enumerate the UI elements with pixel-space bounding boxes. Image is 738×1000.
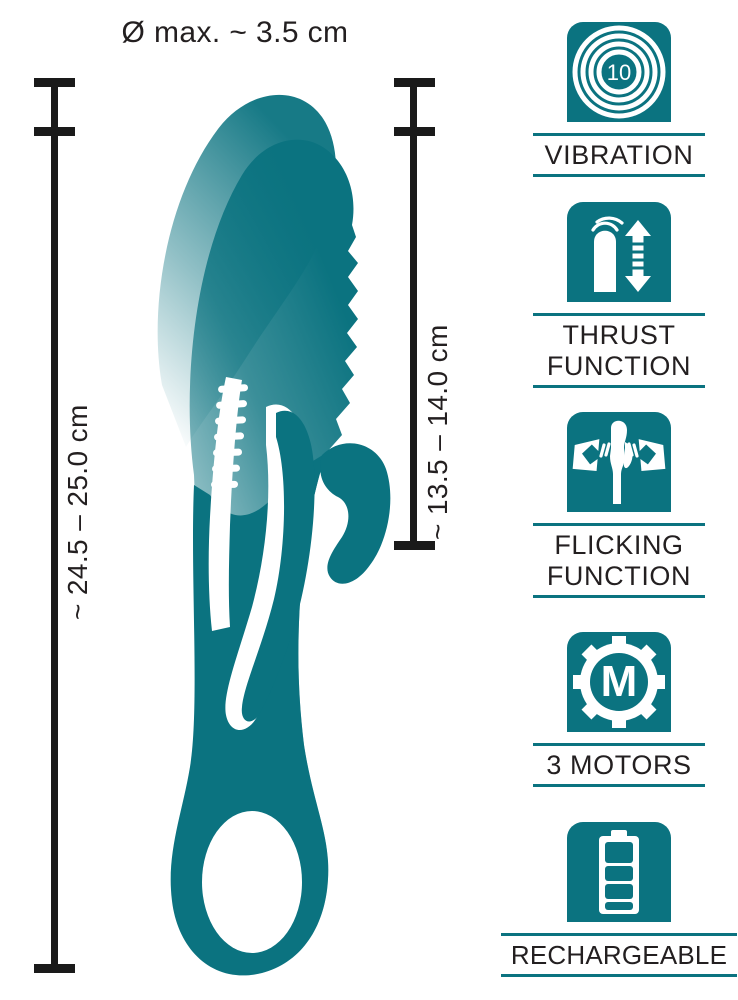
caption-line: RECHARGEABLE (510, 940, 728, 970)
product-illustration (157, 94, 391, 976)
feature-thrust-function[interactable]: THRUST FUNCTION (500, 202, 738, 388)
handle-thumb-hole (202, 811, 302, 953)
thrust-arrow-icon (567, 202, 671, 302)
feature-rechargeable[interactable]: RECHARGEABLE (500, 822, 738, 977)
caption-line: FUNCTION (546, 561, 692, 591)
rabbit-arm (241, 410, 315, 722)
battery-icon (567, 822, 671, 922)
control-strip-ridges (211, 384, 249, 489)
flicking-nub (320, 443, 391, 584)
flicking-arrows-icon (567, 412, 671, 512)
feature-caption: RECHARGEABLE (501, 933, 737, 977)
product-dimension-area: Ø max. ~ 3.5 cm ~ 24.5 – 25.0 cm ~ 13.5 … (34, 16, 453, 976)
caption-line: 3 MOTORS (546, 750, 692, 780)
total-length-dimension-line (51, 78, 58, 973)
feature-icon-column: 10 VIBRATION (500, 0, 738, 1000)
caption-line: FLICKING (554, 530, 684, 560)
caption-line: VIBRATION (544, 140, 694, 170)
feature-flicking-function[interactable]: FLICKING FUNCTION (500, 412, 738, 598)
feature-caption: 3 MOTORS (533, 743, 705, 787)
feature-caption: THRUST FUNCTION (533, 313, 705, 388)
total-length-tick (34, 127, 75, 136)
caption-line: THRUST (562, 320, 676, 350)
feature-caption: VIBRATION (533, 133, 705, 177)
feature-caption: FLICKING FUNCTION (533, 523, 705, 598)
insertable-length-top-cap (394, 78, 435, 87)
motor-letter-value: M (601, 657, 638, 706)
total-length-bottom-cap (34, 964, 75, 973)
vibration-rings-icon: 10 (567, 22, 671, 122)
insertable-length-label: ~ 13.5 – 14.0 cm (422, 324, 453, 540)
insertable-length-dimension-line (410, 78, 417, 550)
feature-vibration[interactable]: 10 VIBRATION (500, 22, 738, 177)
vibration-level-value: 10 (607, 60, 631, 85)
caption-line: FUNCTION (546, 351, 692, 381)
total-length-top-cap (34, 78, 75, 87)
insertable-length-bottom-cap (394, 541, 435, 550)
motor-gear-icon: M (567, 632, 671, 732)
feature-motors[interactable]: M 3 MOTORS (500, 632, 738, 787)
insertable-length-tick (394, 127, 435, 136)
diameter-label: Ø max. ~ 3.5 cm (121, 16, 349, 49)
